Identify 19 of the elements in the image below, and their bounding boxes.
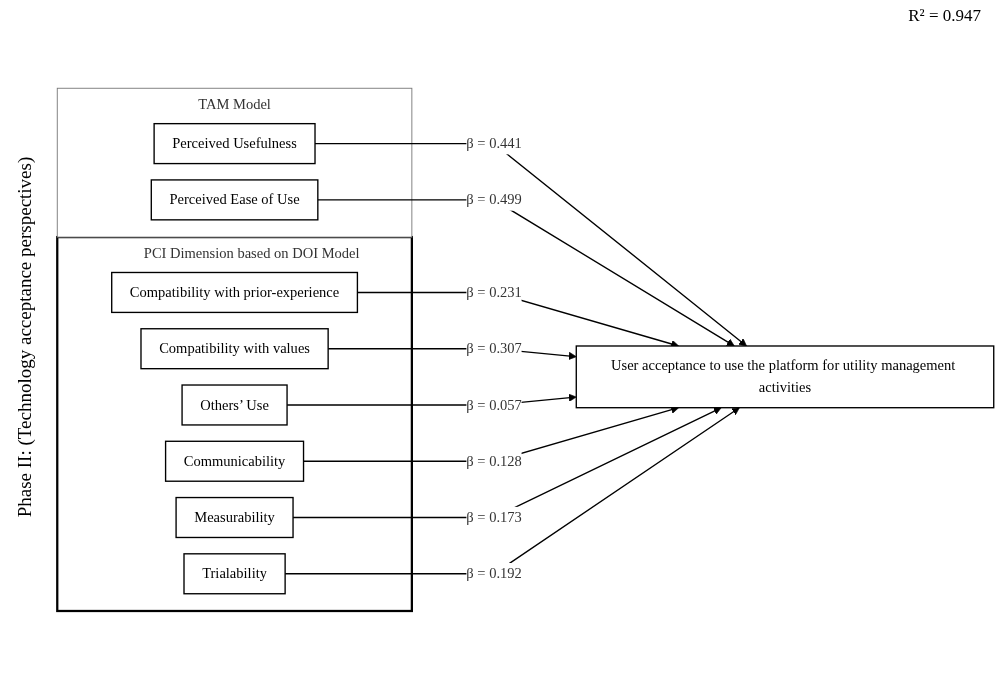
node-box: User acceptance to use the platform for utility management activities [575, 345, 995, 409]
node-box: Perceived Ease of Use [150, 179, 319, 221]
edge-label: β = 0.173 [466, 509, 522, 526]
node-box: Trialability [183, 553, 286, 595]
edge-label: β = 0.128 [466, 453, 522, 469]
edge-label: β = 0.441 [466, 135, 522, 152]
edge-label: β = 0.307 [466, 340, 522, 357]
node-box: Compatibility with prior-experience [111, 272, 359, 314]
edge-label: β = 0.231 [466, 284, 522, 301]
node-box: Measurability [175, 497, 294, 539]
edge-label: β = 0.057 [466, 397, 522, 413]
phase-label: Phase II: (Technology acceptance perspectives) [14, 156, 36, 518]
edge-label: β = 0.499 [466, 192, 522, 208]
node-box: Compatibility with values [140, 328, 329, 370]
node-box: Communicability [164, 441, 305, 483]
node-box: Others’ Use [181, 384, 288, 426]
node-box: Perceived Usefulness [153, 123, 316, 165]
r-squared-label: R² = 0.947 [908, 6, 981, 26]
edge-label: β = 0.192 [466, 565, 522, 582]
